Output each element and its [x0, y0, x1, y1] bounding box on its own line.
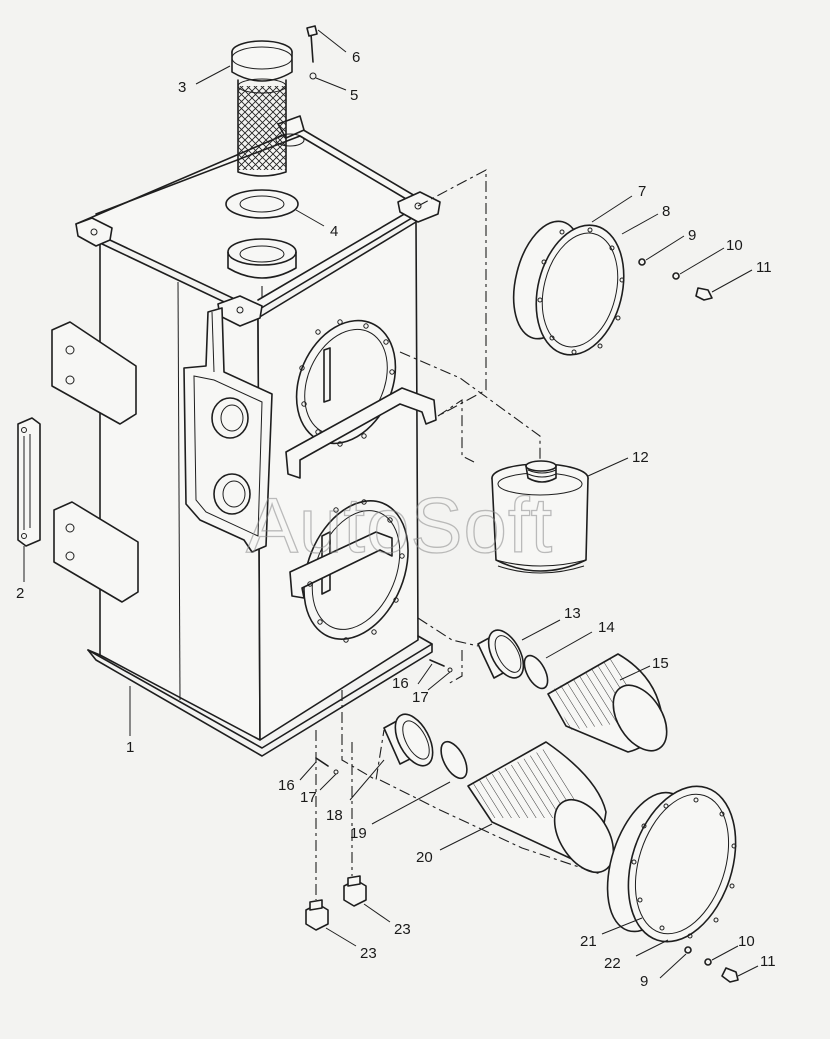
callout-17: 17	[412, 689, 429, 706]
filter-element-lower	[383, 713, 615, 874]
top-mounting-tab	[75, 217, 113, 247]
cover-bolt	[721, 967, 739, 983]
callout-16: 16	[278, 777, 295, 794]
callout-22: 22	[604, 955, 621, 972]
filler-gasket	[225, 189, 299, 279]
cover-bolt	[695, 287, 713, 301]
callout-2: 2	[16, 585, 24, 602]
cover-washer	[684, 946, 692, 954]
callout-5: 5	[350, 87, 358, 104]
callout-6: 6	[352, 49, 360, 66]
callout-19: 19	[350, 825, 367, 842]
callout-13: 13	[564, 605, 581, 622]
cover-lock-washer	[672, 272, 680, 280]
cover-lock-washer	[704, 958, 712, 966]
callout-12: 12	[632, 449, 649, 466]
lower-access-port	[289, 499, 409, 643]
upper-access-port	[285, 319, 437, 479]
callout-23: 23	[360, 945, 377, 962]
mounting-plates	[51, 321, 139, 603]
callout-23: 23	[394, 921, 411, 938]
callout-21: 21	[580, 933, 597, 950]
callout-20: 20	[416, 849, 433, 866]
callout-17: 17	[300, 789, 317, 806]
o-ring	[523, 654, 549, 690]
callout-11: 11	[760, 953, 776, 970]
callout-8: 8	[662, 203, 670, 220]
callout-1: 1	[126, 739, 134, 756]
callout-7: 7	[638, 183, 646, 200]
o-ring	[440, 740, 468, 780]
lower-mounting-plate	[53, 501, 139, 603]
element-12	[491, 460, 589, 574]
watermark-text: AutoSoft	[246, 481, 553, 569]
filler-cap-assembly	[231, 25, 318, 177]
strainer-mesh	[238, 86, 286, 170]
drain-plugs	[305, 730, 367, 931]
callout-16: 16	[392, 675, 409, 692]
callout-9: 9	[688, 227, 696, 244]
callout-3: 3	[178, 79, 186, 96]
callout-14: 14	[598, 619, 615, 636]
port-bracket	[183, 307, 273, 553]
small-screws	[315, 659, 453, 775]
top-mounting-tab	[397, 191, 441, 223]
sight-gauge	[17, 417, 41, 547]
callout-4: 4	[330, 223, 338, 240]
lower-cover-assembly	[606, 785, 739, 983]
filter-element-upper	[477, 629, 668, 753]
callout-10: 10	[726, 237, 743, 254]
callout-9: 9	[640, 973, 648, 990]
callout-labels: 1 2 3 4 5 6 7 8 9 10 11 12 13 14 15 16 1…	[16, 49, 776, 990]
callout-15: 15	[652, 655, 669, 672]
callout-18: 18	[326, 807, 343, 824]
upper-cover-assembly	[512, 220, 713, 356]
callout-10: 10	[738, 933, 755, 950]
leader-lines	[23, 29, 759, 979]
callout-11: 11	[756, 259, 772, 276]
cover-washer	[638, 258, 646, 266]
